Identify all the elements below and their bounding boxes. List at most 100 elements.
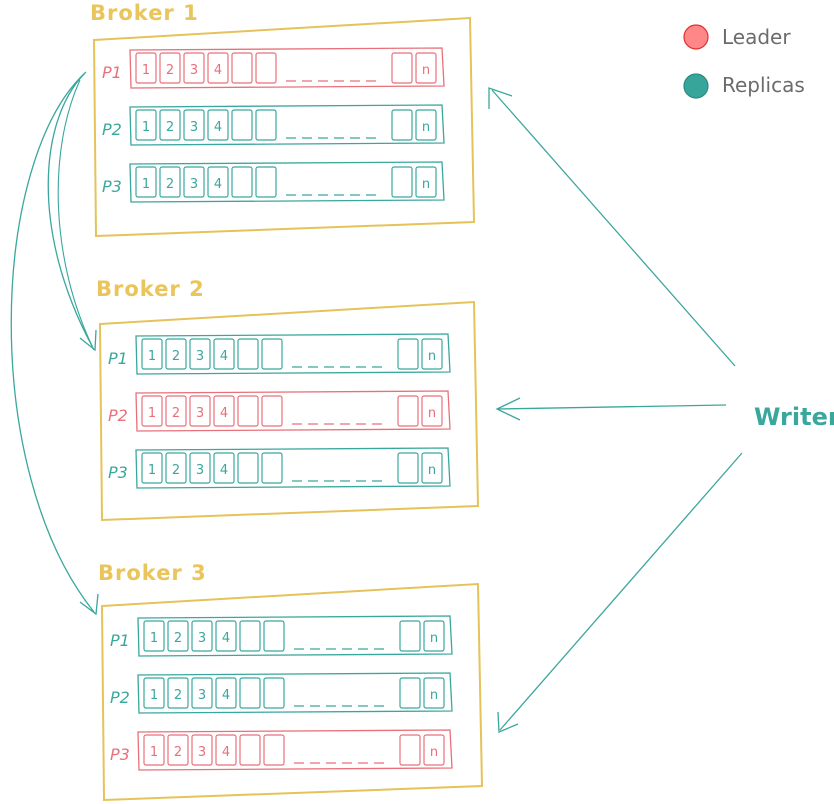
log-cell — [159, 109, 181, 141]
partition-log-box — [129, 104, 445, 146]
log-cell — [165, 452, 187, 484]
log-cell — [239, 677, 261, 709]
log-tail-label: n — [430, 745, 438, 760]
partition-label: P3 — [102, 177, 122, 196]
partition-log-box — [137, 729, 453, 771]
legend-label-replicas: Replicas — [722, 73, 805, 97]
writer-arrow-broker-3 — [499, 452, 743, 731]
log-cell — [135, 109, 157, 141]
log-tail-label: n — [428, 463, 436, 478]
writer-arrow-broker-3-head — [497, 711, 519, 733]
log-cell — [159, 166, 181, 198]
partition-label: P2 — [110, 688, 130, 707]
broker-frame — [100, 582, 484, 802]
log-cell-number: 1 — [142, 120, 150, 135]
log-cell-number: 1 — [150, 631, 158, 646]
log-cell — [189, 395, 211, 427]
log-tail-cell — [397, 338, 419, 370]
replication-arrow-broker-3 — [10, 71, 95, 613]
log-tail-cell — [399, 620, 421, 652]
log-cell — [189, 452, 211, 484]
log-cell — [167, 620, 189, 652]
partition-log-box — [137, 672, 453, 714]
log-cell-number: 1 — [142, 63, 150, 78]
log-tail-label: n — [428, 406, 436, 421]
log-cell — [189, 338, 211, 370]
log-cell-number: 3 — [198, 688, 206, 703]
log-tail-label: n — [430, 688, 438, 703]
log-cell — [141, 395, 163, 427]
log-cell-number: 1 — [142, 177, 150, 192]
log-cell — [263, 677, 285, 709]
replication-arrow-broker-2-head — [79, 329, 97, 352]
legend-item-replicas: Replicas — [683, 73, 805, 99]
log-cell — [261, 338, 283, 370]
log-cell — [255, 166, 277, 198]
log-tail-cell — [397, 452, 419, 484]
replication-arrow-broker-2 — [47, 73, 93, 347]
partition-label: P3 — [108, 463, 128, 482]
log-cell — [143, 620, 165, 652]
log-cell — [213, 395, 235, 427]
log-cell-number: 2 — [174, 631, 182, 646]
log-tail-label: n — [422, 63, 430, 78]
log-cell — [143, 677, 165, 709]
log-tail-cell — [399, 677, 421, 709]
log-tail-cell — [415, 166, 437, 198]
log-cell — [261, 452, 283, 484]
log-cell-number: 3 — [198, 631, 206, 646]
replication-arrow-broker-3-head — [79, 593, 99, 616]
partition-label: P1 — [108, 349, 128, 368]
log-tail-cell — [391, 109, 413, 141]
log-tail-label: n — [422, 120, 430, 135]
log-cell-number: 3 — [190, 63, 198, 78]
log-tail-cell — [423, 677, 445, 709]
log-cell-number: 3 — [196, 349, 204, 364]
log-cell — [255, 52, 277, 84]
log-cell-number: 2 — [172, 349, 180, 364]
log-cell-number: 1 — [148, 349, 156, 364]
log-tail-cell — [415, 52, 437, 84]
log-cell — [191, 677, 213, 709]
broker-frame — [92, 16, 476, 238]
partition-log-box — [135, 447, 451, 489]
writer-arrow-broker-1-head — [488, 87, 513, 109]
broker-title: Broker 3 — [98, 561, 207, 585]
log-cell — [141, 338, 163, 370]
log-cell — [213, 452, 235, 484]
broker-frame — [98, 300, 480, 522]
replication-arrow-broker-2-b — [57, 79, 95, 351]
log-cell-number: 1 — [148, 463, 156, 478]
log-cell-number: 1 — [150, 688, 158, 703]
legend-label-leader: Leader — [722, 25, 791, 49]
log-tail-cell — [415, 109, 437, 141]
log-cell — [231, 109, 253, 141]
log-cell — [237, 338, 259, 370]
log-cell-number: 2 — [174, 688, 182, 703]
log-cell-number: 4 — [214, 177, 222, 192]
log-cell-number: 1 — [148, 406, 156, 421]
partition-label: P3 — [110, 745, 130, 764]
partition-label: P2 — [108, 406, 128, 425]
log-cell-number: 2 — [166, 177, 174, 192]
partition-log-box — [137, 615, 453, 657]
log-cell — [207, 109, 229, 141]
log-cell — [159, 52, 181, 84]
log-cell-number: 4 — [214, 120, 222, 135]
writer-arrow-broker-1 — [491, 89, 736, 367]
broker-title: Broker 2 — [96, 277, 205, 301]
writer-arrow-broker-2 — [497, 404, 727, 410]
log-tail-cell — [421, 338, 443, 370]
log-cell — [231, 52, 253, 84]
partition-log-box — [135, 333, 451, 375]
log-cell-number: 2 — [172, 406, 180, 421]
